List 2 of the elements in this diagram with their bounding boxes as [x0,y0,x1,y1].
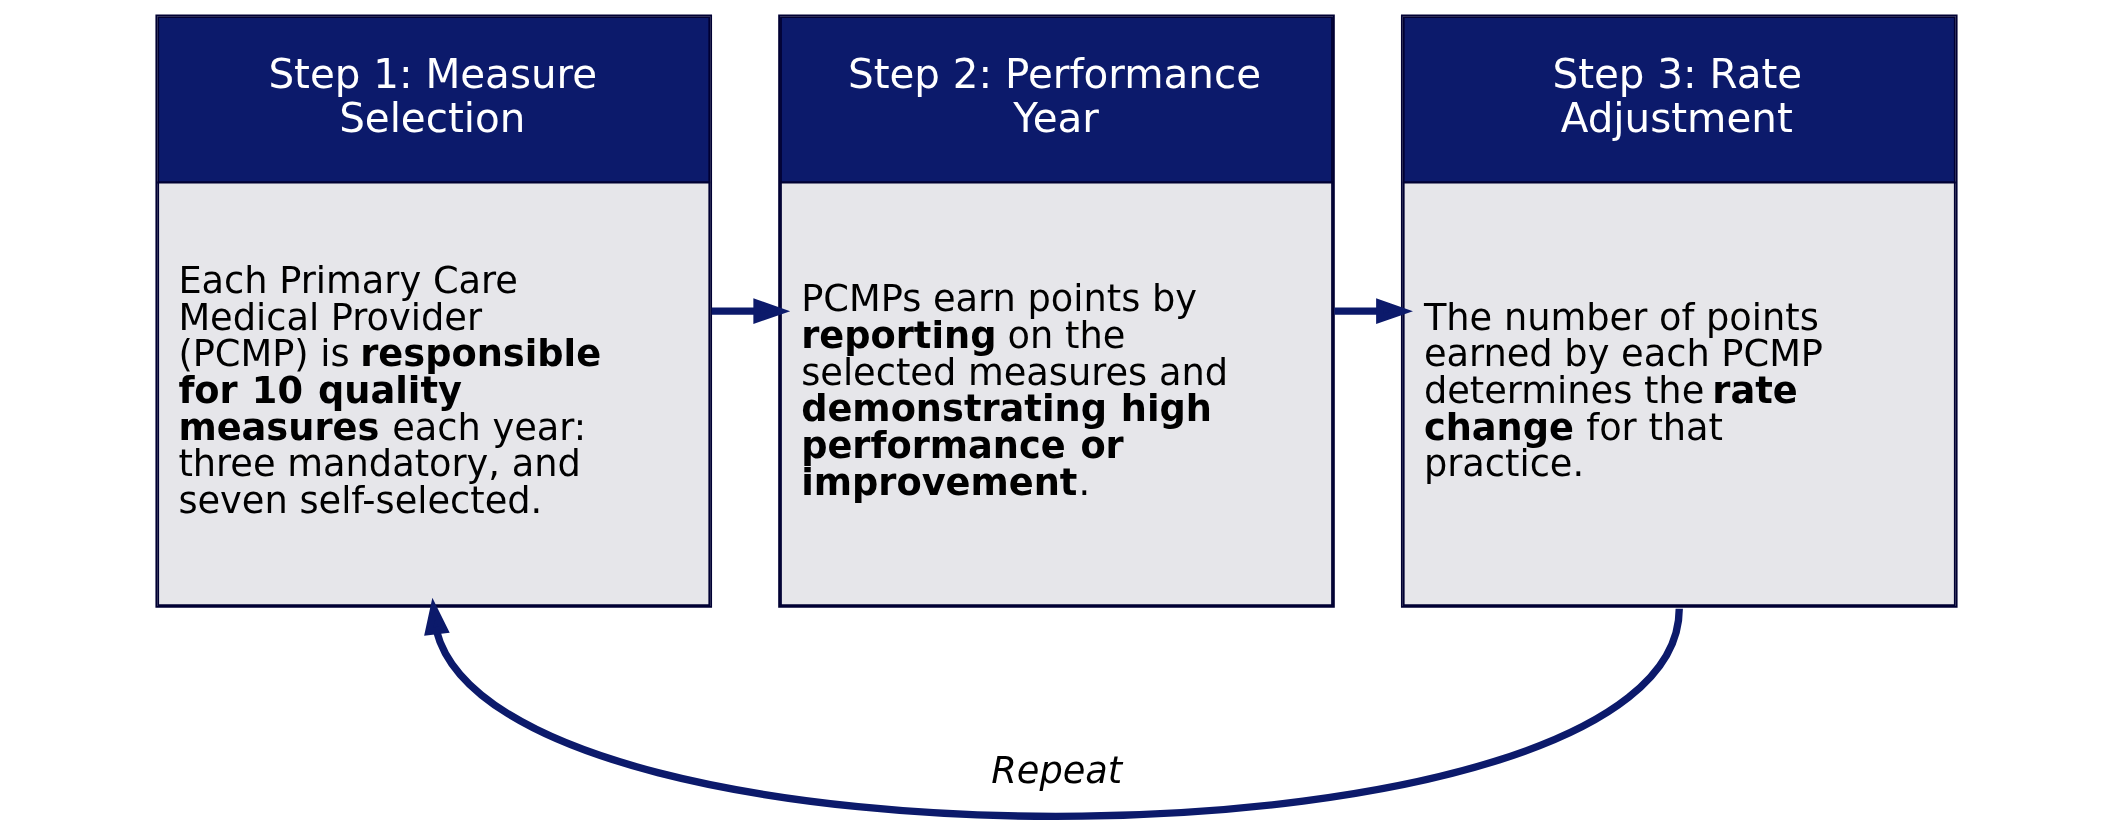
arrow [1333,298,1413,325]
edge-label: Repeat [990,749,1122,793]
